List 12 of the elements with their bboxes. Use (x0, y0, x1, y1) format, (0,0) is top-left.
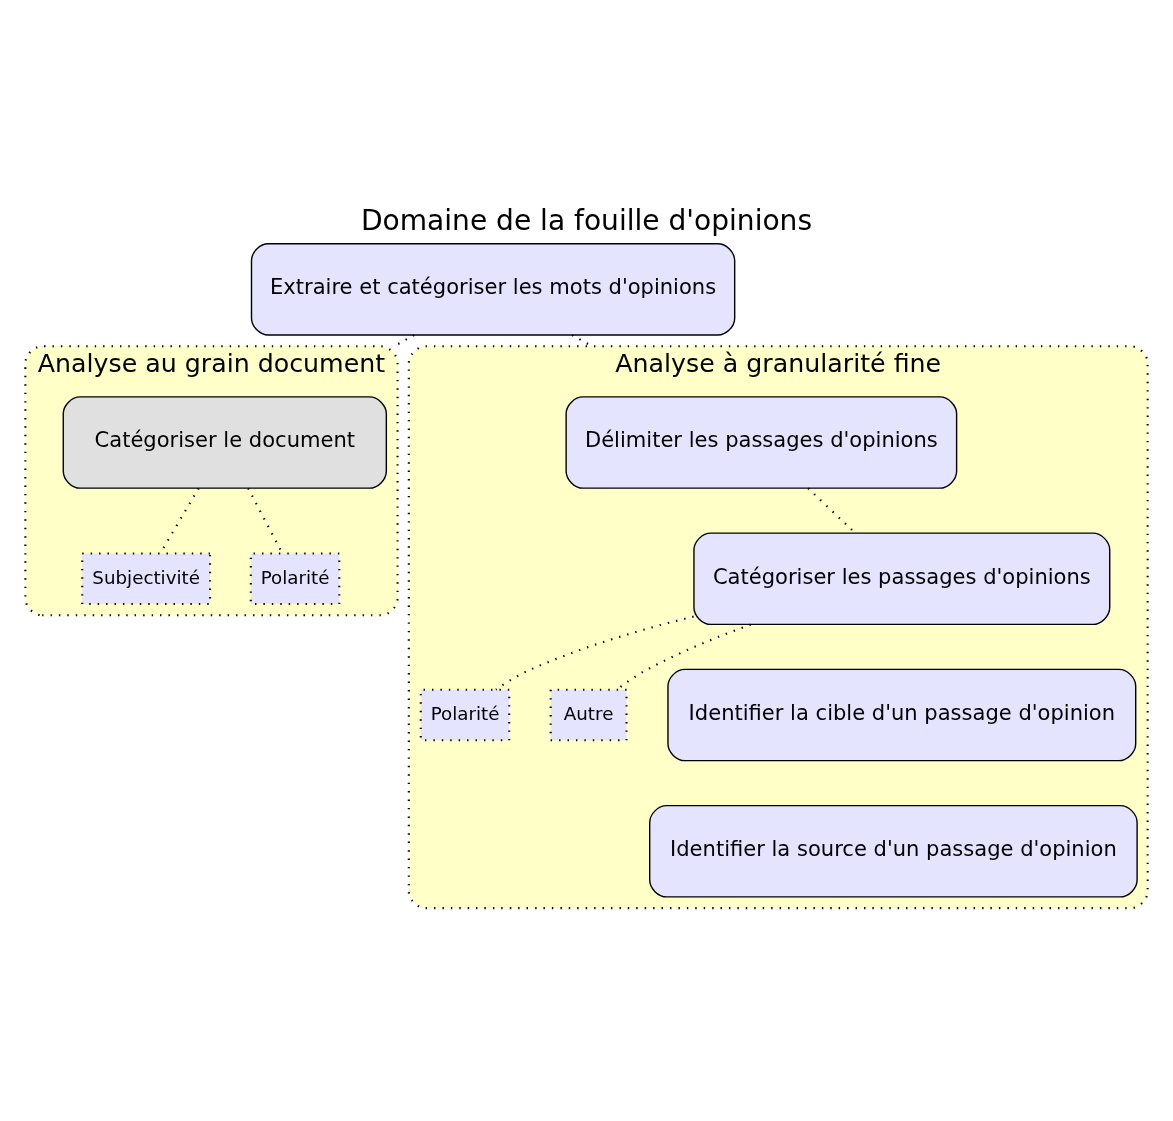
node-box: Polarité (249, 552, 341, 606)
node-box: Catégoriser le document (62, 396, 388, 489)
node-box: Délimiter les passages d'opinions (565, 396, 958, 489)
node-box: Subjectivité (81, 552, 212, 606)
node-box: Extraire et catégoriser les mots d'opinions (250, 243, 736, 336)
node-box: Polarité (419, 688, 511, 742)
node-box: Autre (549, 688, 628, 742)
diagram-title: Domaine de la fouille d'opinions (360, 203, 813, 237)
node-box: Identifier la cible d'un passage d'opinion (667, 668, 1137, 762)
node-box: Catégoriser les passages d'opinions (693, 532, 1111, 626)
connector (495, 615, 694, 691)
node-box: Identifier la source d'un passage d'opinion (649, 804, 1138, 898)
